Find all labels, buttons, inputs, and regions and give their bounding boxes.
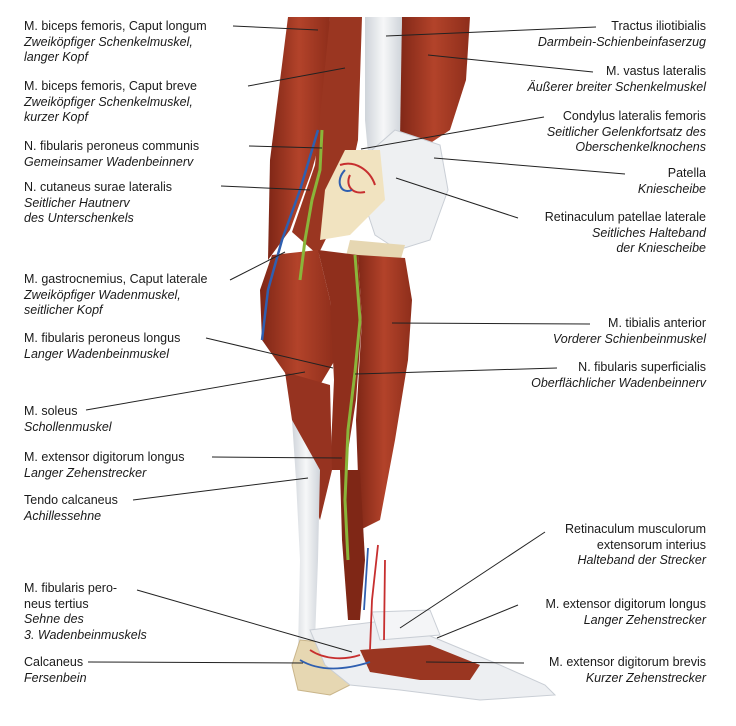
- label-fibularis-superficialis: N. fibularis superficialis Oberflächlich…: [531, 360, 706, 390]
- leader-lines: [85, 25, 626, 664]
- label-tractus-iliotibialis: Tractus iliotibialis Darmbein-Schienbein…: [537, 19, 706, 49]
- label-extensor-digitorum-brevis: M. extensor digitorum brevis Kurzer Zehe…: [548, 655, 706, 685]
- label-fibularis-tertius: M. fibularis pero- neus tertius Sehne de…: [24, 581, 147, 642]
- nerve-fibularis-communis: [298, 129, 324, 281]
- vein-genus: [338, 169, 353, 192]
- soleus: [285, 372, 332, 520]
- tendo-calcaneus: [292, 420, 320, 650]
- nerve-fibularis-superficialis: [343, 254, 362, 561]
- label-retinaculum-extensorum: Retinaculum musculorum extensorum interi…: [564, 522, 706, 567]
- label-tendo-calcaneus: Tendo calcaneus Achillessehne: [24, 493, 118, 523]
- extensor-digitorum-longus: [340, 470, 365, 620]
- label-cutaneus-surae: N. cutaneus surae lateralis Seitlicher H…: [24, 180, 172, 225]
- biceps-femoris-longum: [268, 17, 330, 260]
- extensor-digitorum-brevis: [360, 645, 480, 680]
- label-tibialis-anterior: M. tibialis anterior Vorderer Schienbein…: [552, 316, 706, 346]
- label-soleus: M. soleus Schollenmuskel: [24, 404, 112, 434]
- retinaculum-band: [371, 609, 441, 641]
- label-fibularis-longus: M. fibularis peroneus longus Langer Wade…: [24, 331, 181, 361]
- foot-vessels: [309, 544, 386, 660]
- vastus-lateralis: [398, 17, 470, 150]
- artery-genus: [339, 162, 376, 194]
- label-retinaculum-patellae: Retinaculum patellae laterale Seitliches…: [544, 210, 706, 255]
- label-extensor-digitorum-longus-right: M. extensor digitorum longus Langer Zehe…: [545, 597, 707, 627]
- label-gastrocnemius: M. gastrocnemius, Caput laterale Zweiköp…: [24, 272, 208, 317]
- label-fibularis-communis: N. fibularis peroneus communis Gemeinsam…: [24, 139, 200, 169]
- tibialis-anterior: [356, 255, 412, 530]
- label-calcaneus: Calcaneus Fersenbein: [24, 655, 87, 685]
- label-extensor-digitorum-longus-left: M. extensor digitorum longus Langer Zehe…: [24, 450, 185, 480]
- gastrocnemius: [260, 250, 335, 385]
- label-patella: Patella Kniescheibe: [637, 166, 706, 196]
- vein-saphena: [260, 129, 320, 341]
- label-biceps-longum: M. biceps femoris, Caput longum Zweiköpf…: [24, 19, 207, 64]
- foot-veins: [299, 547, 371, 670]
- label-vastus-lateralis: M. vastus lateralis Äußerer breiter Sche…: [527, 64, 706, 94]
- label-biceps-breve: M. biceps femoris, Caput breve Zweiköpfi…: [24, 79, 197, 124]
- label-condylus: Condylus lateralis femoris Seitlicher Ge…: [546, 109, 706, 154]
